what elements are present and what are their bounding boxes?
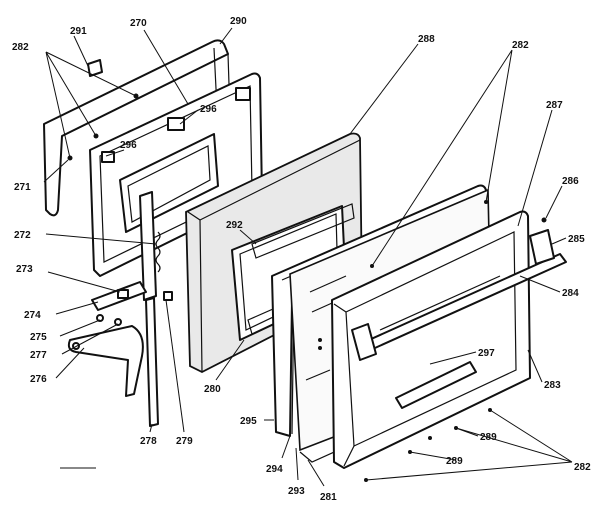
- callout-294: 294: [266, 464, 283, 475]
- part-270-inner-liner: [89, 72, 263, 277]
- callout-280: 280: [204, 384, 221, 395]
- callout-282: 282: [574, 462, 591, 473]
- callout-296: 296: [120, 140, 137, 151]
- callout-289: 289: [480, 432, 497, 443]
- callout-297: 297: [478, 348, 495, 359]
- part-272-hinge-spring: [139, 191, 161, 301]
- callout-273: 273: [16, 264, 33, 275]
- callout-284: 284: [562, 288, 579, 299]
- callout-289: 289: [446, 456, 463, 467]
- callout-283: 283: [544, 380, 561, 391]
- callout-276: 276: [30, 374, 47, 385]
- callout-295: 295: [240, 416, 257, 427]
- callout-291: 291: [70, 26, 87, 37]
- callout-281: 281: [320, 492, 337, 503]
- callout-271: 271: [14, 182, 31, 193]
- callout-278: 278: [140, 436, 157, 447]
- part-274-hinge-bracket: [91, 281, 173, 311]
- callout-290: 290: [230, 16, 247, 27]
- callout-279: 279: [176, 436, 193, 447]
- part-284-handle: [351, 229, 567, 361]
- callout-293: 293: [288, 486, 305, 497]
- part-283-outer-frame: [331, 210, 531, 469]
- part-278-hinge-arm: [145, 297, 159, 427]
- callout-282: 282: [512, 40, 529, 51]
- callout-288: 288: [418, 34, 435, 45]
- callout-292: 292: [226, 220, 243, 231]
- part-291-clip: [87, 59, 103, 77]
- callout-277: 277: [30, 350, 47, 361]
- part-275-277-screws: [96, 314, 122, 326]
- callout-282: 282: [12, 42, 29, 53]
- callout-285: 285: [568, 234, 585, 245]
- callout-272: 272: [14, 230, 31, 241]
- callout-274: 274: [24, 310, 41, 321]
- callout-270: 270: [130, 18, 147, 29]
- callout-labels: 290 270 291 282 296 296 271 288 282 287 …: [12, 16, 591, 503]
- callout-287: 287: [546, 100, 563, 111]
- part-276-hinge-lever: [67, 325, 144, 397]
- leader-lines: [43, 27, 573, 487]
- callout-286: 286: [562, 176, 579, 187]
- callout-296: 296: [200, 104, 217, 115]
- callout-275: 275: [30, 332, 47, 343]
